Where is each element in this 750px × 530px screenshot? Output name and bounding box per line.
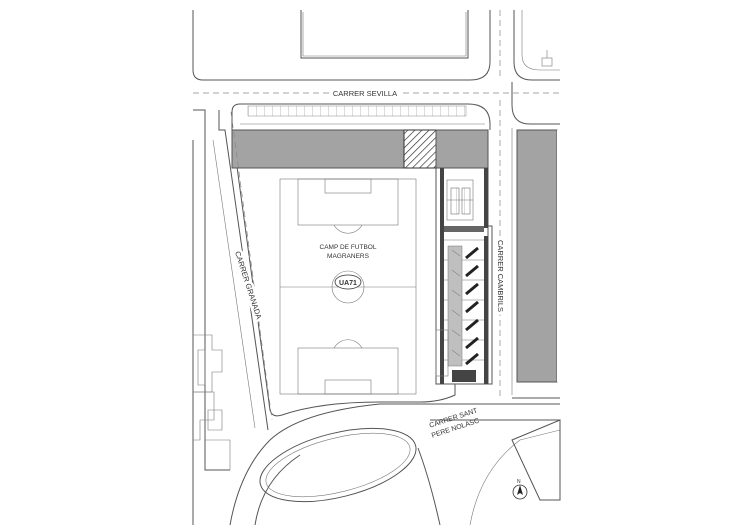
grey-block-north [231,129,405,169]
top-left-block [192,10,491,81]
parking-row-north [231,103,491,130]
top-right-block [513,10,560,81]
street-label-sevilla: CARRER SEVILLA [333,89,397,98]
west-blocks [192,109,269,525]
north-label: N [517,479,521,485]
centerline-granada [230,111,273,421]
unit-label-ellipse [334,274,362,290]
site-boundary [231,129,493,417]
east-block [511,82,560,399]
roundabout [229,403,561,526]
field-name-line2: MAGRANERS [327,253,370,260]
unit-label: UA71 [339,280,357,287]
field-name-line1: CAMP DE FUTBOL [320,244,377,251]
hatched-core [403,129,437,169]
street-label-cambrils: CARRER CAMBRILS [496,240,505,312]
football-pitch [279,178,417,395]
grey-block-northeast [435,129,489,169]
north-arrow-icon: N [512,479,528,500]
building-east [435,167,489,385]
